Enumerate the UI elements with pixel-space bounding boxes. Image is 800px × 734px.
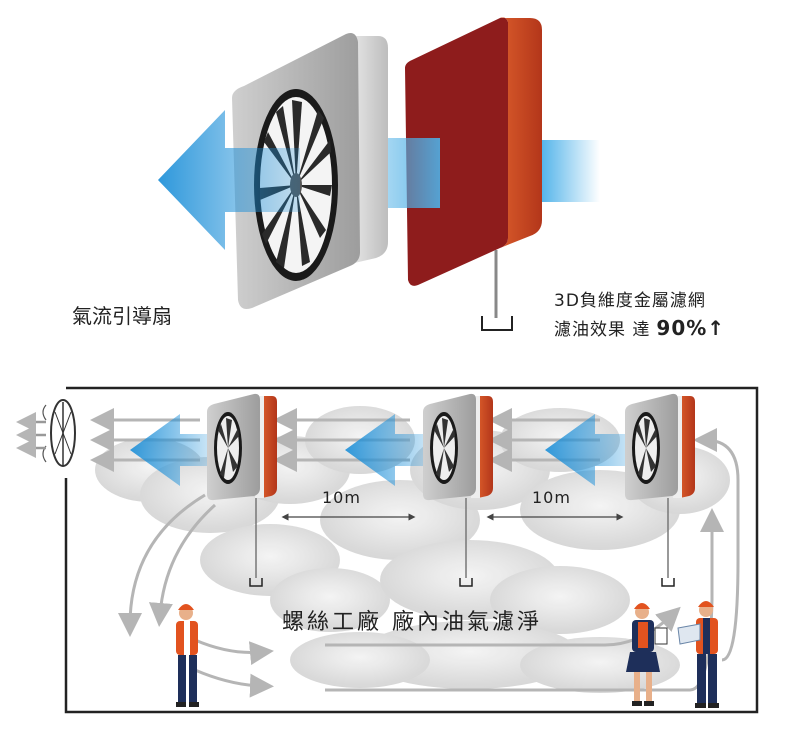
distance-label-2: 10m [532, 488, 571, 507]
workshop-frame [64, 386, 759, 714]
workshop-unit-2 [345, 393, 493, 587]
filter-efficiency-value: 90%↑ [656, 316, 726, 340]
workshop-unit-3 [545, 393, 695, 587]
metal-filter-icon [405, 17, 542, 331]
filter-efficiency-prefix: 濾油效果 達 [554, 320, 651, 340]
airflow-tail-icon [540, 140, 600, 202]
exhaust-fan-icon [16, 399, 76, 467]
fan-label: 氣流引導扇 [72, 304, 172, 328]
workshop-unit-1 [130, 393, 277, 587]
workshop-caption: 螺絲工廠 廠內油氣濾淨 [282, 610, 542, 635]
distance-label-1: 10m [322, 488, 361, 507]
airflow-arrow-icon [158, 110, 300, 250]
worker-icon [176, 601, 719, 708]
filter-label: 3D負維度金屬濾網 [554, 291, 706, 311]
airflow-mid-icon [385, 138, 440, 208]
